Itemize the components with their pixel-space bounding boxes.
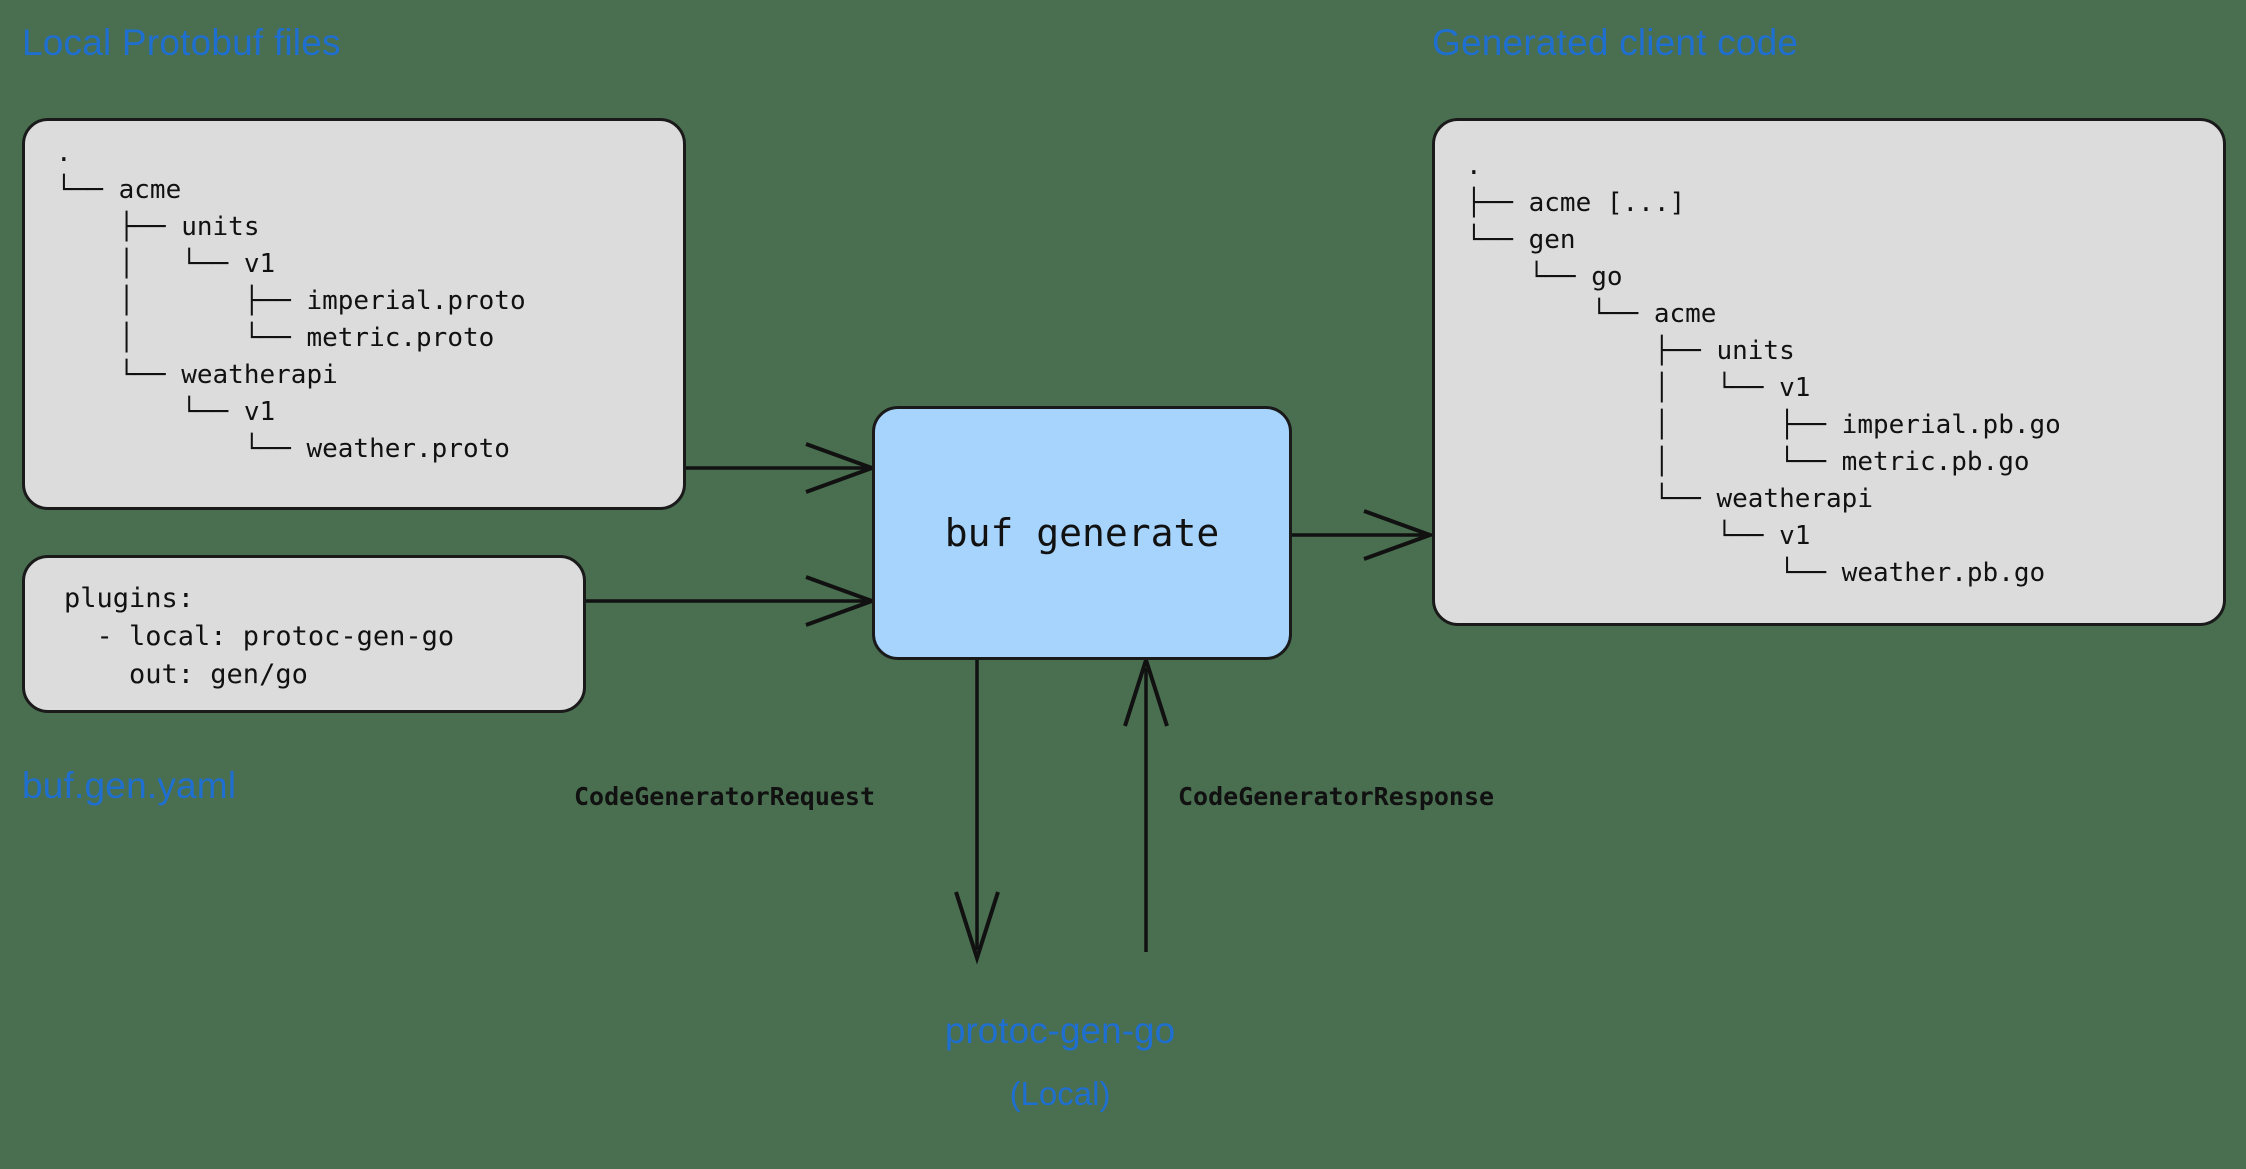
buf-generate-label: buf generate [944,511,1220,555]
plugin-node-label: protoc-gen-go [944,1010,1176,1051]
local-protobuf-files-box [22,118,686,510]
left-panel-title: Local Protobuf files [22,22,341,63]
right-panel-title: Generated client code [1432,22,1799,63]
local-protobuf-file-tree: . └── acme ├── units │ └── v1 │ ├── impe… [56,138,526,464]
buf-generate-node[interactable] [872,406,1292,660]
buf-gen-yaml-caption: buf.gen.yaml [22,765,237,806]
generated-client-code-box [1432,118,2226,626]
code-generator-response-label: CodeGeneratorResponse [1178,782,1495,811]
arrowhead-config [805,575,878,627]
arrowhead-generated [1363,509,1436,561]
buf-gen-yaml-content: plugins: - local: protoc-gen-go out: gen… [64,583,455,690]
arrowhead-protos [805,442,878,494]
generated-client-code-tree: . ├── acme [...] └── gen └── go └── acme… [1466,151,2061,588]
code-generator-request-label: CodeGeneratorRequest [574,782,876,811]
buf-gen-yaml-box [22,555,586,713]
arrowhead-command [1123,653,1169,727]
arrowhead-plugin [954,891,1000,965]
plugin-node-sublabel: (Local) [1009,1075,1111,1112]
